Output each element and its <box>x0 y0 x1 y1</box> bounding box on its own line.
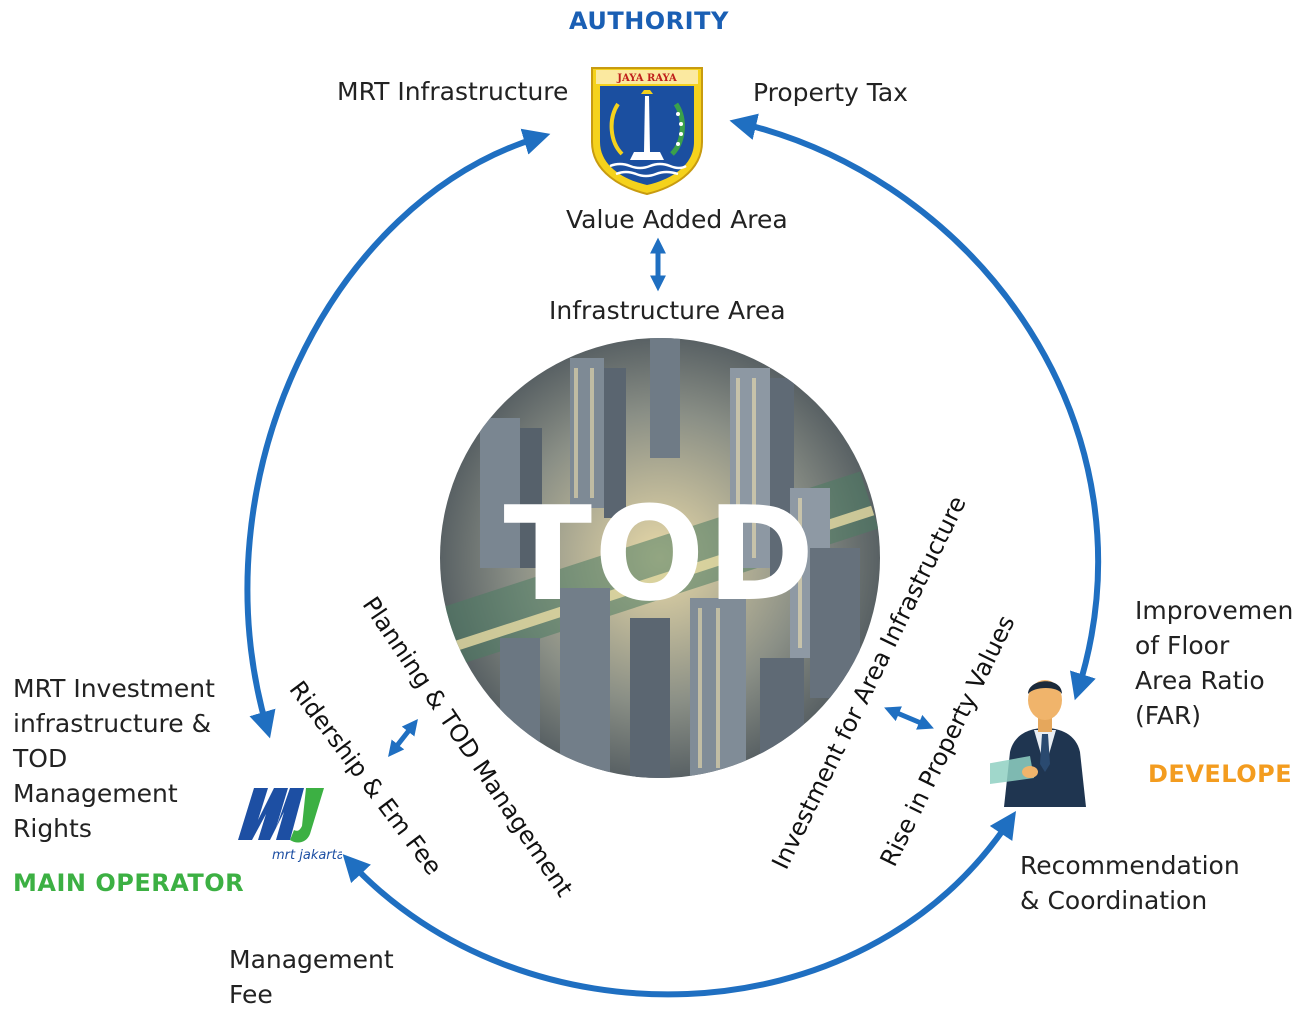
arrow-authority-operator <box>244 128 551 739</box>
mrt-investment-label: MRT Investment infrastructure & TOD Mana… <box>13 674 215 843</box>
recommendation-coordination-label: Recommendation & Coordination <box>1020 851 1240 915</box>
main-operator-role: MAIN OPERATOR <box>13 869 245 897</box>
mrt-jakarta-logo-icon: mrt jakarta <box>232 782 345 866</box>
jakarta-emblem-icon: JAYA RAYA <box>588 64 706 196</box>
svg-text:mrt jakarta: mrt jakarta <box>272 848 342 863</box>
arrow-tod-developer <box>884 706 934 730</box>
tod-center-text: TOD <box>503 478 817 630</box>
management-fee-label: Management Fee <box>229 945 394 1009</box>
infrastructure-area-label: Infrastructure Area <box>549 296 786 325</box>
arrow-authority-developer <box>729 113 1102 701</box>
svg-text:JAYA RAYA: JAYA RAYA <box>616 73 677 84</box>
businessman-icon <box>986 672 1100 807</box>
improvement-far-label: Improvement of Floor Area Ratio (FAR) <box>1135 596 1293 730</box>
arrow-operator-developer <box>342 811 1017 998</box>
tod-city-image: TOD <box>440 338 880 778</box>
value-added-area-label: Value Added Area <box>566 205 788 234</box>
authority-role: AUTHORITY <box>569 7 729 35</box>
mrt-infrastructure-label: MRT Infrastructure <box>337 77 569 106</box>
arrow-operator-tod <box>388 718 418 758</box>
property-tax-label: Property Tax <box>753 78 908 107</box>
